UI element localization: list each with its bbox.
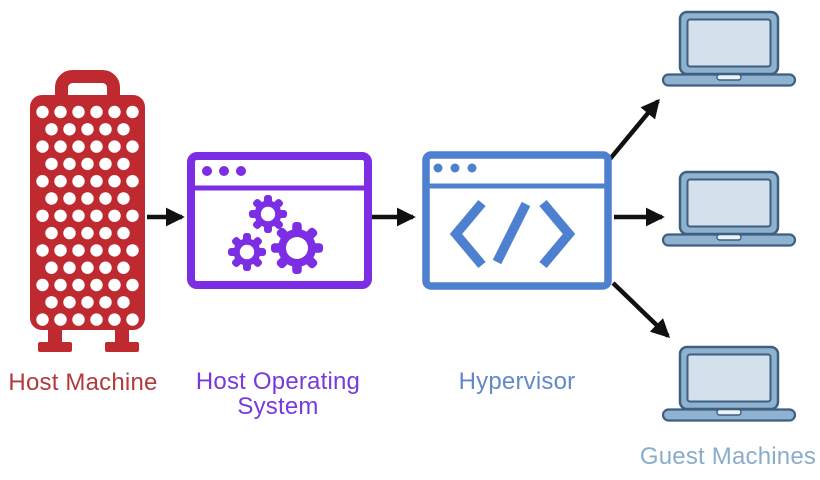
guest-machines-label: Guest Machines: [639, 443, 817, 470]
host-os-window-icon: [187, 152, 372, 289]
arrow-hypervisor-to-laptop1: [608, 98, 660, 161]
grater-leg-right: [115, 322, 129, 346]
host-machine-icon: [30, 70, 145, 352]
guest-laptop-icon-2: [661, 170, 797, 247]
arrow-hypervisor-to-laptop3: [611, 281, 671, 338]
gear-icon: [249, 195, 287, 233]
window-dots: [202, 166, 246, 176]
grater-leg-left: [48, 322, 62, 346]
grater-foot-left: [38, 342, 72, 352]
flow-arrows: [147, 98, 671, 338]
guest-laptop-icon-3: [661, 345, 797, 422]
code-brackets-icon: [449, 199, 576, 269]
window-dots: [433, 163, 477, 173]
guest-laptop-icon-1: [661, 10, 797, 87]
hypervisor-label: Hypervisor: [458, 368, 576, 395]
grater-body: [30, 95, 145, 330]
host-machine-label: Host Machine: [8, 369, 158, 396]
gear-icon: [271, 222, 323, 274]
hypervisor-window-icon: [422, 151, 612, 290]
grater-foot-right: [105, 342, 139, 352]
host-os-label: Host Operating System: [195, 368, 361, 420]
gear-icon: [228, 233, 266, 271]
